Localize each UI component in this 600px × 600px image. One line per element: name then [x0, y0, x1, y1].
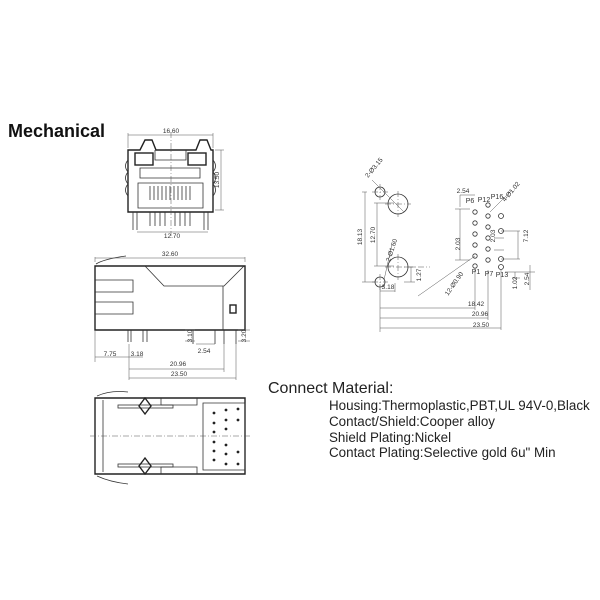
material-shield-plating: Shield Plating:Nickel: [329, 429, 452, 445]
label-signal-holes: 12-Ø0.90: [444, 271, 465, 298]
material-contact-shield: Contact/Shield:Cooper alloy: [329, 413, 495, 429]
dim-2-03-left: 2.03: [455, 237, 462, 250]
material-list: Housing:Thermoplastic,PBT,UL 94V-0,Black…: [268, 398, 590, 461]
dim-23-50: 23.50: [473, 322, 490, 329]
dim-2-54-top: 2.54: [457, 188, 470, 195]
dim-18-13: 18.13: [357, 228, 364, 245]
material-heading: Connect Material:: [268, 380, 394, 397]
dim-20-96: 20.96: [472, 311, 489, 318]
dim-3-18: 3.18: [382, 284, 395, 291]
dim-side-d1: 7.75: [104, 351, 117, 358]
side-view: 32.60 7.75 3.18 3.10 2.54 3.20 20.96 23.…: [94, 251, 250, 380]
dim-side-d3: 3.10: [187, 329, 194, 342]
pin-label-p13: P13: [496, 272, 509, 279]
material-contact-plating: Contact Plating:Selective gold 6u" Min: [329, 445, 556, 461]
bottom-view: [90, 391, 250, 485]
material-housing: Housing:Thermoplastic,PBT,UL 94V-0,Black: [329, 398, 590, 413]
front-view: 16.60 13.50 12.70: [125, 128, 224, 240]
dim-front-width: 16.60: [163, 128, 180, 135]
page-title: Mechanical: [8, 121, 106, 141]
label-led-holes: 4-Ø1.02: [501, 180, 522, 203]
dim-2-54-right: 2.54: [524, 272, 531, 285]
label-big-holes: 2-Ø3.15: [364, 156, 385, 179]
label-small-holes: 2-Ø1.60: [385, 238, 399, 263]
dim-18-42: 18.42: [468, 301, 485, 308]
dim-1-02: 1.02: [512, 276, 519, 289]
dim-side-d7: 23.50: [171, 371, 188, 378]
pin-label-p12: P12: [478, 197, 491, 204]
dim-7-12: 7.12: [523, 229, 530, 242]
dim-side-d4: 2.54: [198, 348, 211, 355]
dim-front-height: 13.50: [214, 171, 221, 188]
dim-2-03-right: 2.03: [490, 229, 497, 242]
dim-side-d6: 20.96: [170, 361, 187, 368]
pin-label-p16: P16: [491, 194, 504, 201]
dim-12-70: 12.70: [370, 226, 377, 243]
pin-label-p7: P7: [485, 271, 494, 278]
dim-1-27: 1.27: [416, 268, 423, 281]
dim-pin-span: 12.70: [164, 233, 181, 240]
pin-label-p1: P1: [472, 269, 481, 276]
dim-side-d2: 3.18: [131, 351, 144, 358]
pcb-layout: 2-Ø3.15 2-Ø1.60 12-Ø0.90 4-Ø1.02 18.13 1…: [357, 156, 535, 332]
pin-label-p6: P6: [466, 198, 475, 205]
dim-side-d5: 3.20: [241, 329, 248, 342]
dim-side-length: 32.60: [162, 251, 179, 258]
material-specs: Connect Material: Housing:Thermoplastic,…: [268, 380, 590, 461]
